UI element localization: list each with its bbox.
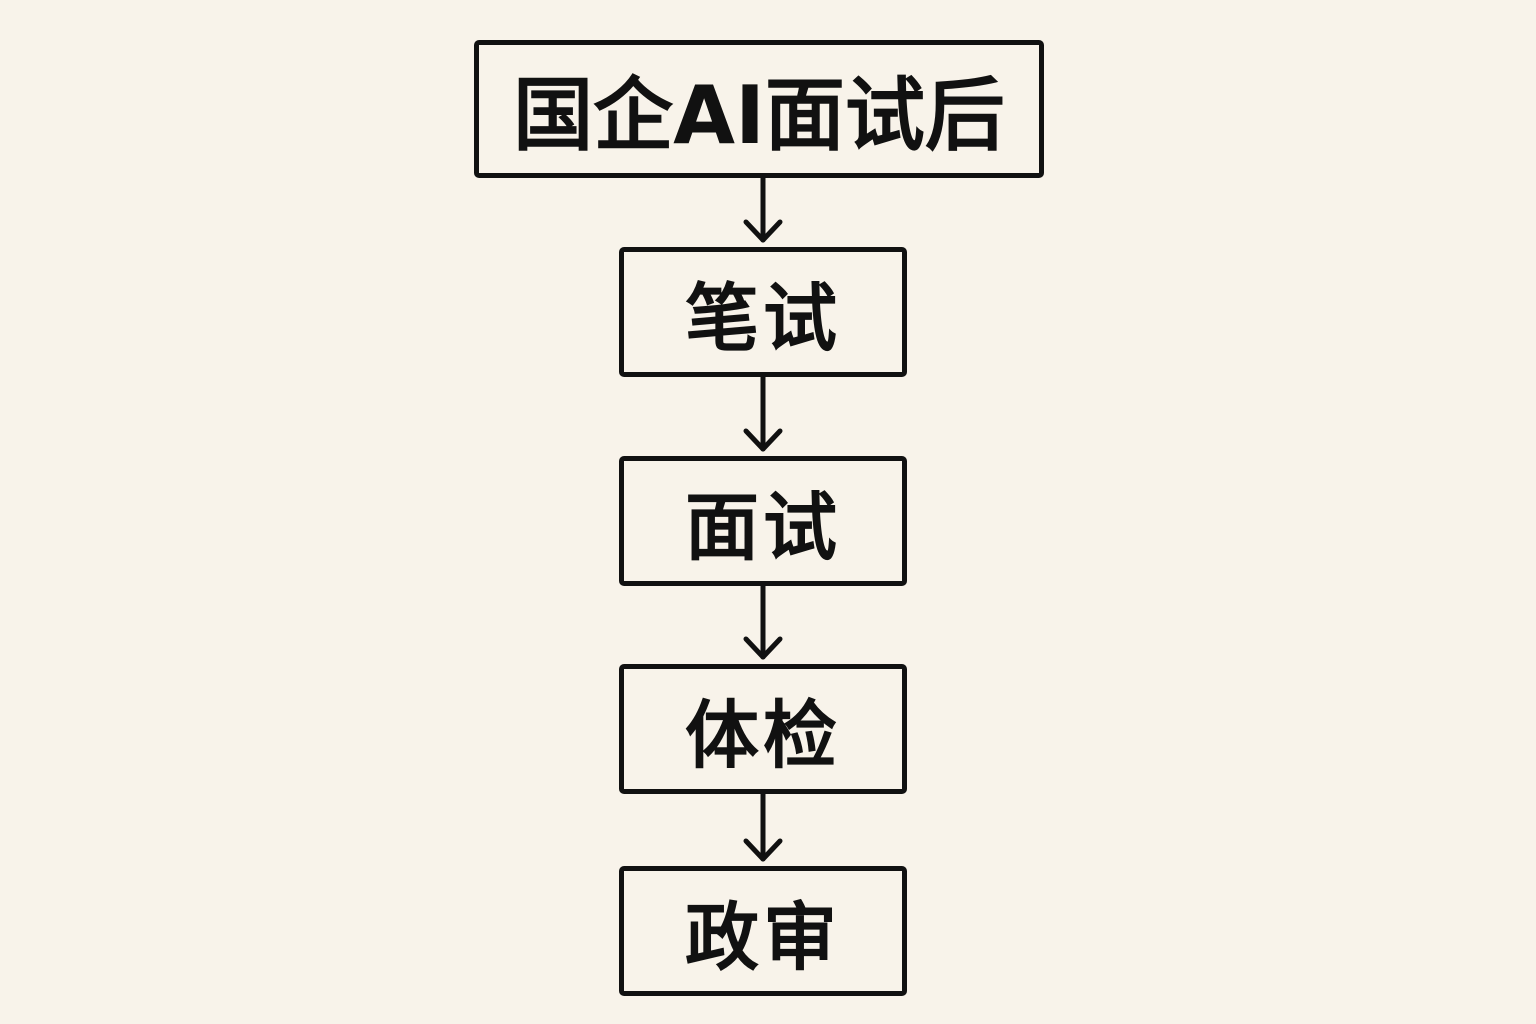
start-box: 国企AI面试后 (474, 40, 1044, 178)
arrow-step-2-to-step-3 (743, 583, 783, 660)
start-label: 国企AI面试后 (513, 69, 1005, 162)
step-box-written-test: 笔试 (619, 247, 907, 377)
step-label: 体检 (685, 692, 841, 779)
arrow-step-3-to-step-4 (743, 791, 783, 862)
arrow-step-1-to-step-2 (743, 374, 783, 452)
step-label: 笔试 (685, 275, 841, 362)
step-box-political-review: 政审 (619, 866, 907, 996)
step-label: 面试 (685, 484, 841, 571)
arrow-start-to-step-1 (743, 175, 783, 243)
step-box-medical-exam: 体检 (619, 664, 907, 794)
step-box-interview: 面试 (619, 456, 907, 586)
step-label: 政审 (685, 894, 841, 981)
